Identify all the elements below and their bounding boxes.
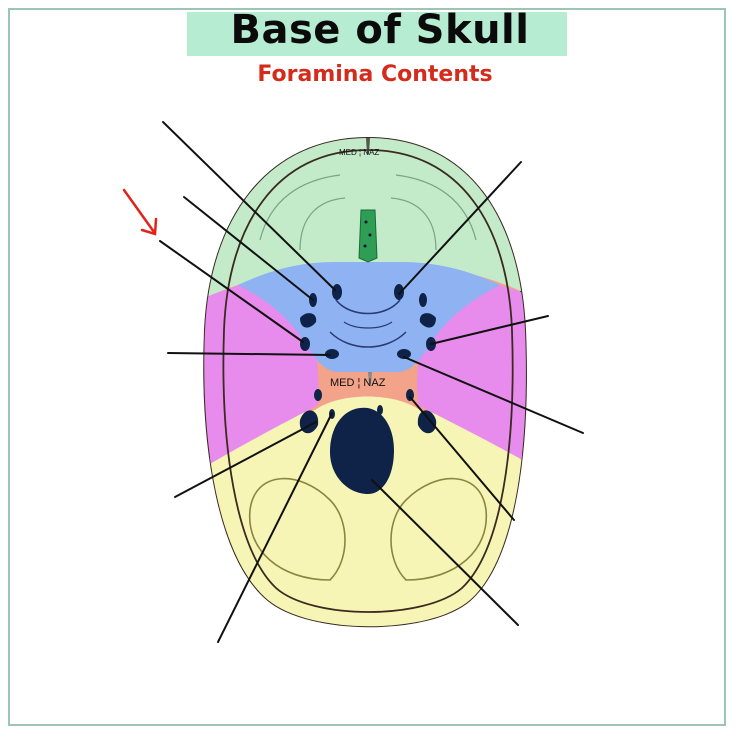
posterior-fossa <box>204 396 526 627</box>
foramina-group <box>299 284 437 494</box>
leader-line-9 <box>403 356 584 434</box>
label-top-med-naz: MED ¦ NAZ <box>339 148 379 157</box>
leader-line-4 <box>167 352 331 356</box>
page-subtitle: Foramina Contents <box>257 62 493 87</box>
label-center-med-naz: MED ¦ NAZ <box>330 377 386 389</box>
foramen-ovale-left <box>325 349 339 359</box>
leader-line-6 <box>217 412 333 643</box>
middle-fossa-right <box>417 280 526 470</box>
hypoglossal-right <box>377 405 383 415</box>
title-highlight <box>187 12 567 56</box>
foramen-spinosum-left <box>314 389 322 401</box>
leader-line-7 <box>398 161 522 295</box>
crista-galli <box>358 209 378 263</box>
leader-line-10 <box>409 396 515 521</box>
leader-line-3 <box>159 240 304 343</box>
leader-line-11 <box>371 479 519 626</box>
sup-orbital-fissure-left <box>300 313 317 328</box>
skull-inner-outline <box>222 149 514 613</box>
foramen-left-1 <box>332 284 342 300</box>
leader-lines <box>159 121 584 643</box>
jugular-foramen-right <box>417 410 437 434</box>
leader-line-8 <box>430 315 549 345</box>
foramen-ovale-right <box>397 349 411 359</box>
arrow-icon <box>122 188 158 236</box>
leader-line-5 <box>174 421 317 498</box>
foramen-right-2 <box>419 293 427 307</box>
foramen-magnum <box>330 407 394 494</box>
page-title: Base of Skull <box>230 7 530 53</box>
foramen-rotundum-left <box>300 337 310 351</box>
middle-fossa-center <box>238 262 500 372</box>
leader-line-1 <box>162 121 336 291</box>
cerebellar-fossa-right <box>390 477 488 581</box>
page-frame <box>8 8 726 726</box>
foramen-right-1 <box>394 284 404 300</box>
middle-fossa-left <box>204 280 319 470</box>
leader-line-2 <box>183 196 314 301</box>
sup-orbital-fissure-right <box>419 313 436 328</box>
